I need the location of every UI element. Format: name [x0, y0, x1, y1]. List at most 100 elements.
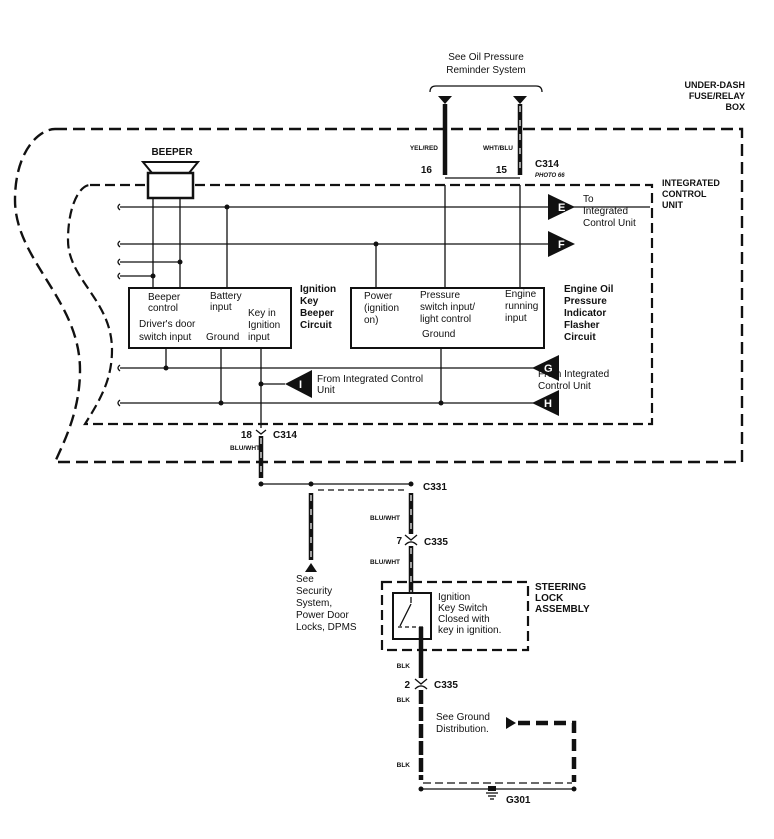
steering-lock-outline	[380, 580, 530, 652]
ground-ref-arrow-icon	[506, 717, 516, 729]
from-icu-left-1: From Integrated Control	[317, 374, 423, 385]
svg-text:BLU/WHT: BLU/WHT	[370, 515, 400, 522]
oil-pressure-ref-line2: Reminder System	[446, 65, 525, 76]
flag-g-icon	[532, 355, 559, 381]
fuse-relay-box-outline	[13, 127, 744, 464]
wire-arrow-icon	[305, 563, 317, 572]
svg-text:Ground: Ground	[422, 329, 455, 340]
svg-text:E: E	[558, 202, 565, 214]
svg-text:Circuit: Circuit	[564, 332, 596, 343]
svg-text:Ignition: Ignition	[438, 592, 470, 603]
svg-text:running: running	[505, 301, 538, 312]
photo-note: PHOTO 66	[535, 173, 565, 179]
g301-label: G301	[506, 795, 531, 806]
svg-text:I: I	[299, 379, 302, 391]
svg-text:Ignition: Ignition	[248, 320, 280, 331]
svg-text:BLU/WHT: BLU/WHT	[230, 445, 260, 452]
flag-e-icon	[548, 194, 575, 220]
svg-text:BLK: BLK	[397, 663, 411, 670]
svg-text:Key: Key	[300, 296, 319, 307]
svg-text:Battery: Battery	[210, 291, 242, 302]
svg-text:Indicator: Indicator	[564, 308, 606, 319]
beeper-icon	[140, 161, 201, 174]
flag-f-icon	[548, 231, 575, 257]
reference-bracket	[429, 85, 543, 93]
oil-pressure-ref-line1: See Oil Pressure	[448, 52, 524, 63]
svg-text:Closed with: Closed with	[438, 614, 490, 625]
svg-text:Beeper: Beeper	[148, 292, 181, 303]
beeper-circuit-box	[128, 287, 292, 349]
svg-text:Key in: Key in	[248, 308, 276, 319]
c314-top-label: C314	[535, 159, 559, 170]
svg-text:Power: Power	[364, 291, 393, 302]
icu-label-3: UNIT	[662, 200, 683, 210]
svg-text:input: input	[248, 332, 270, 343]
svg-text:Driver's door: Driver's door	[139, 319, 196, 330]
from-icu-right-1: From Integrated	[538, 369, 609, 380]
svg-text:18: 18	[241, 430, 253, 441]
svg-text:STEERING: STEERING	[535, 582, 586, 593]
from-icu-right-2: Control Unit	[538, 381, 591, 392]
c331-label: C331	[423, 482, 447, 493]
svg-text:key in ignition.: key in ignition.	[438, 625, 501, 636]
svg-text:BLU/WHT: BLU/WHT	[370, 559, 400, 566]
svg-text:light control: light control	[420, 314, 471, 325]
fuse-box-label-1: UNDER-DASH	[685, 80, 746, 90]
svg-text:7: 7	[396, 536, 402, 547]
svg-text:Flasher: Flasher	[564, 320, 600, 331]
svg-text:Circuit: Circuit	[300, 320, 332, 331]
svg-text:See: See	[296, 574, 314, 585]
c335-lower-label: C335	[434, 680, 458, 691]
fuse-box-label-2: FUSE/RELAY	[689, 91, 745, 101]
svg-text:Locks, DPMS: Locks, DPMS	[296, 622, 357, 633]
wire-arrow-icon	[438, 96, 452, 104]
svg-text:Beeper: Beeper	[300, 308, 334, 319]
icu-outline	[66, 183, 654, 426]
fuse-box-label-3: BOX	[725, 102, 745, 112]
to-icu-2: Integrated	[583, 206, 628, 217]
ignition-key-switch-icon	[392, 592, 432, 640]
c314-pin-16: 16	[421, 165, 433, 176]
beeper-label: BEEPER	[151, 147, 193, 158]
wire-arrow-icon	[513, 96, 527, 104]
wire-color-yel-red: YEL/RED	[410, 145, 438, 152]
oil-circuit-box	[350, 287, 545, 349]
flag-h-icon	[532, 390, 559, 416]
svg-text:H: H	[544, 398, 552, 410]
wire-color-wht-blu: WHT/BLU	[483, 145, 513, 152]
ground-symbol-icon	[486, 786, 498, 800]
svg-text:Distribution.: Distribution.	[436, 724, 489, 735]
svg-text:G: G	[544, 363, 553, 375]
svg-text:Power Door: Power Door	[296, 610, 349, 621]
icu-label-2: CONTROL	[662, 189, 707, 199]
svg-text:control: control	[148, 303, 178, 314]
svg-text:switch input/: switch input/	[420, 302, 475, 313]
svg-text:Key Switch: Key Switch	[438, 603, 487, 614]
svg-text:LOCK: LOCK	[535, 593, 564, 604]
svg-text:on): on)	[364, 315, 378, 326]
svg-text:input: input	[505, 313, 527, 324]
to-icu-3: Control Unit	[583, 218, 636, 229]
svg-text:Ignition: Ignition	[300, 284, 336, 295]
flag-i-icon	[285, 370, 312, 398]
c314-pin-15: 15	[496, 165, 508, 176]
c314-bottom-label: C314	[273, 430, 297, 441]
svg-text:Ground: Ground	[206, 332, 239, 343]
icu-wire-stubs	[117, 203, 650, 407]
beeper-body	[146, 171, 195, 200]
svg-text:Pressure: Pressure	[564, 296, 607, 307]
svg-text:System,: System,	[296, 598, 332, 609]
svg-text:Engine Oil: Engine Oil	[564, 284, 614, 295]
from-icu-left-2: Unit	[317, 385, 335, 396]
svg-text:Pressure: Pressure	[420, 290, 460, 301]
svg-text:BLK: BLK	[397, 697, 411, 704]
c335-upper-label: C335	[424, 537, 448, 548]
svg-text:Security: Security	[296, 586, 332, 597]
svg-text:switch input: switch input	[139, 332, 191, 343]
icu-label-1: INTEGRATED	[662, 178, 720, 188]
svg-text:BLK: BLK	[397, 762, 411, 769]
svg-text:Engine: Engine	[505, 289, 537, 300]
svg-text:input: input	[210, 302, 232, 313]
svg-text:2: 2	[404, 680, 410, 691]
